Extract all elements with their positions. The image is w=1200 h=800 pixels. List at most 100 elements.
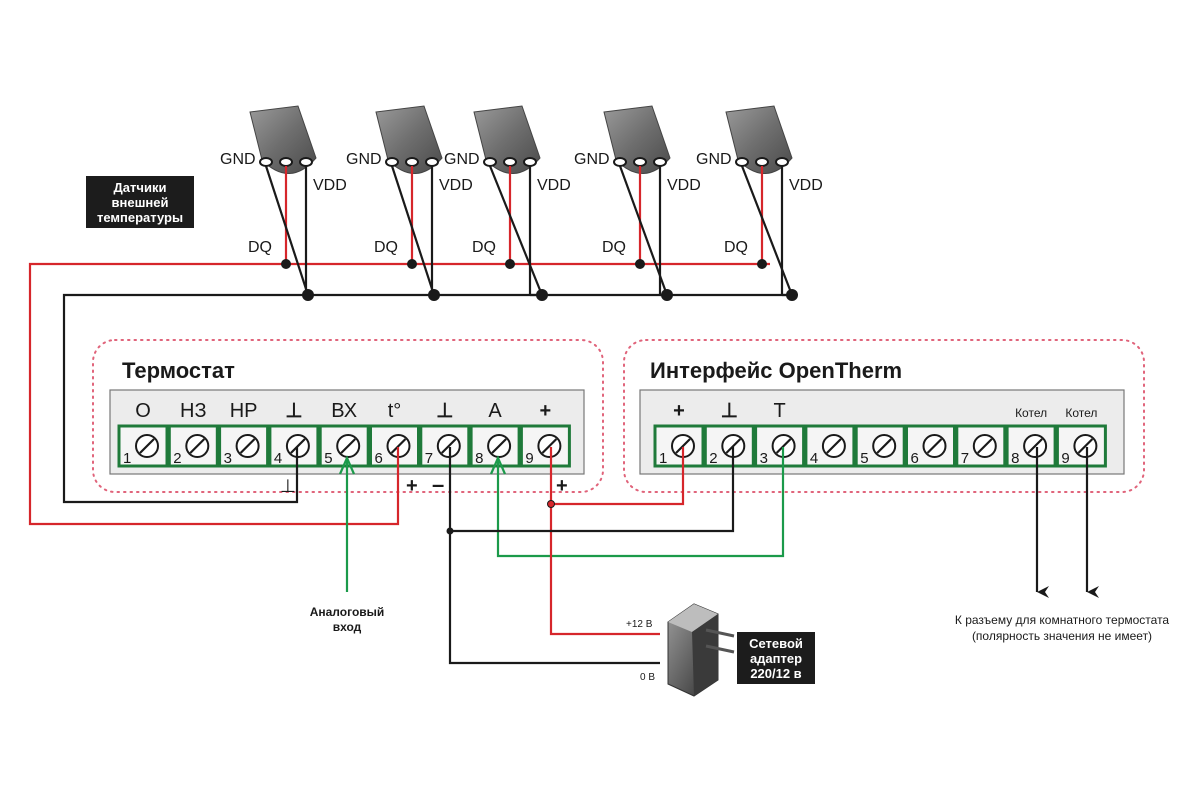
sensors-label-line-1: Датчики <box>114 180 167 195</box>
pin-vdd-label: VDD <box>789 177 823 194</box>
gnd-junction <box>302 289 314 301</box>
opentherm-terminal-number: 6 <box>911 450 919 467</box>
thermostat-terminal-label: ⊥ <box>285 400 302 422</box>
adapter-plus-12v-label: +12 В <box>626 619 653 630</box>
red-plus-to-adapter <box>549 504 660 636</box>
opentherm-terminal-labels: + ⊥ Т Котел Котел <box>673 400 1097 422</box>
opentherm-terminal-3: 3 <box>754 424 806 468</box>
green-a-to-t-wire <box>496 447 785 558</box>
terminal-6-plus-mark: + <box>406 475 418 497</box>
black-ground-wire <box>448 447 735 533</box>
thermostat-terminal-label: ⊥ <box>436 400 453 422</box>
room-thermostat-label-line-2: (полярность значения не имеет) <box>972 629 1152 643</box>
gnd-junction <box>428 289 440 301</box>
opentherm-terminal-number: 9 <box>1061 450 1069 467</box>
pin-dq-label: DQ <box>374 239 398 256</box>
thermostat-terminal-label: t° <box>388 400 402 422</box>
red-plus-wire <box>549 447 685 506</box>
gnd-junction <box>536 289 548 301</box>
thermostat-terminal-number: 1 <box>123 450 131 467</box>
opentherm-terminal-9: 9 <box>1055 424 1107 468</box>
thermostat-terminal-number: 2 <box>173 450 181 467</box>
opentherm-terminal-number: 7 <box>961 450 969 467</box>
dq-junction <box>635 259 645 269</box>
thermostat-terminal-label: НЗ <box>180 400 207 422</box>
opentherm-dotted-border <box>623 339 1145 493</box>
pin-gnd-label: GND <box>220 151 256 168</box>
thermostat-terminal-1: 1 <box>117 424 169 468</box>
opentherm-terminal-number: 8 <box>1011 450 1019 467</box>
opentherm-terminal-6: 6 <box>905 424 956 468</box>
pin-gnd-label: GND <box>346 151 382 168</box>
temperature-sensor-2: GND VDD DQ <box>346 105 473 301</box>
sensors-label-line-3: температуры <box>97 210 183 225</box>
thermostat-terminals: 1 2 3 4 5 6 7 8 9 <box>117 424 571 468</box>
opentherm-terminal-number: 2 <box>709 450 717 467</box>
black-ground-to-adapter <box>448 531 660 665</box>
dq-junction <box>505 259 515 269</box>
room-thermostat-label-line-1: К разъему для комнатного термостата <box>955 613 1170 627</box>
thermostat-title: Термостат <box>122 358 235 383</box>
opentherm-terminal-8: 8 <box>1005 424 1057 468</box>
thermostat-terminal-label: + <box>540 400 552 422</box>
pin-vdd-label: VDD <box>667 177 701 194</box>
terminal-9-plus-mark: + <box>556 475 568 497</box>
adapter-zero-v-label: 0 В <box>640 672 655 683</box>
dq-junction <box>281 259 291 269</box>
pin-vdd-label: VDD <box>439 177 473 194</box>
temperature-sensor-4: GND VDD DQ <box>574 105 701 301</box>
temperature-sensor-1: GND VDD DQ <box>220 105 347 301</box>
opentherm-terminal-label: + <box>673 400 685 422</box>
sensors-label-line-2: внешней <box>112 195 169 210</box>
opentherm-terminal-5: 5 <box>854 424 906 468</box>
opentherm-terminal-2: 2 <box>703 424 755 468</box>
gnd-junction <box>786 289 798 301</box>
thermostat-terminal-number: 8 <box>475 450 483 467</box>
thermostat-terminal-number: 5 <box>324 450 332 467</box>
opentherm-terminal-number: 1 <box>659 450 667 467</box>
thermostat-terminal-label: ВХ <box>331 400 357 422</box>
opentherm-terminal-label: Т <box>773 400 785 422</box>
opentherm-terminal-label: Котел <box>1015 406 1047 420</box>
thermostat-terminal-label: А <box>488 400 502 422</box>
thermostat-terminal-label: НР <box>230 400 258 422</box>
thermostat-terminal-number: 7 <box>425 450 433 467</box>
thermostat-terminal-9: 9 <box>519 424 571 468</box>
adapter-label-line-1: Сетевой <box>749 636 803 651</box>
opentherm-title: Интерфейс OpenTherm <box>650 358 902 383</box>
analog-input-label-line-2: вход <box>333 620 362 634</box>
thermostat-terminal-number: 6 <box>375 450 383 467</box>
thermostat-terminal-8: 8 <box>469 424 521 468</box>
opentherm-terminal-4: 4 <box>804 424 856 468</box>
thermostat-terminal-number: 3 <box>224 450 232 467</box>
green-analog-input-arrowhead <box>338 455 356 475</box>
thermostat-terminal-3: 3 <box>218 424 270 468</box>
adapter-label-badge <box>737 632 815 684</box>
opentherm-terminal-number: 4 <box>810 450 818 467</box>
thermostat-terminal-number: 4 <box>274 450 282 467</box>
thermostat-terminal-4: 4 <box>268 424 320 468</box>
red-dq-to-thermostat <box>28 262 400 526</box>
pin-gnd-label: GND <box>444 151 480 168</box>
power-adapter-icon <box>667 603 735 697</box>
opentherm-terminal-label: ⊥ <box>721 400 738 422</box>
pin-gnd-label: GND <box>574 151 610 168</box>
pin-vdd-label: VDD <box>313 177 347 194</box>
terminal-4-ground-mark: ⊥ <box>280 476 296 496</box>
black-ground-junction <box>446 527 454 535</box>
pin-dq-label: DQ <box>248 239 272 256</box>
pin-gnd-label: GND <box>696 151 732 168</box>
green-a-arrowhead <box>489 455 507 475</box>
gnd-junction <box>661 289 673 301</box>
pin-dq-label: DQ <box>602 239 626 256</box>
opentherm-terminal-label: Котел <box>1065 406 1097 420</box>
red-plus-junction <box>547 500 555 508</box>
adapter-label-line-2: адаптер <box>750 651 802 666</box>
terminal-7-minus-mark: – <box>432 472 444 497</box>
